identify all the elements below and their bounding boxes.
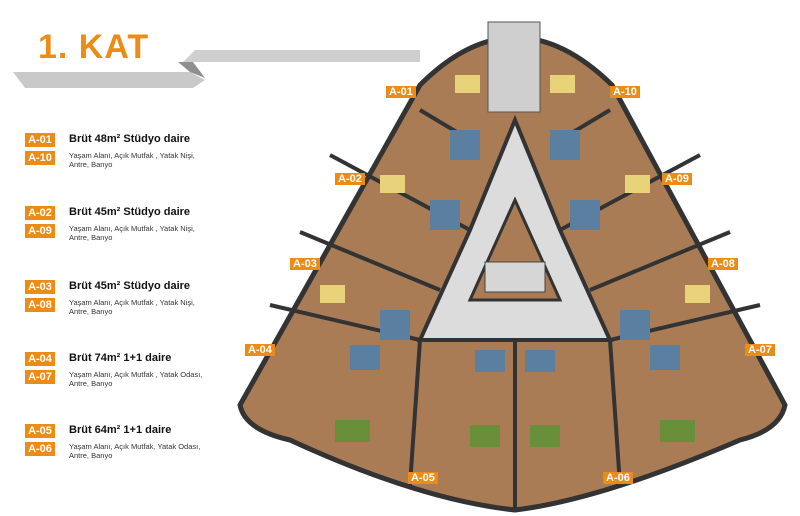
unit-heading: Brüt 74m² 1+1 daire [69,352,172,364]
beds [335,420,695,447]
unit-tag: A-01 [25,133,55,147]
unit-tag: A-03 [25,280,55,294]
unit-heading: Brüt 64m² 1+1 daire [69,424,172,436]
elevator [484,261,546,293]
unit-tag: A-07 [25,370,55,384]
unit-tag: A-04 [25,352,55,366]
legend-3: A-03 Brüt 45m² Stüdyo daire A-08 Yaşam Ala… [25,280,204,320]
legend-1: A-01 Brüt 48m² Stüdyo daire A-10 Yaşam Ala… [25,133,204,173]
unit-description: Yaşam Alanı, Açık Mutfak , Yatak Nişi, A… [69,224,195,242]
unit-tag: A-09 [25,224,55,238]
label-a02: A-02 [335,173,365,185]
label-a08: A-08 [708,258,738,270]
unit-tag: A-05 [25,424,55,438]
label-a03: A-03 [290,258,320,270]
floor-title: 1. KAT [38,28,150,66]
label-a06: A-06 [603,472,633,484]
studio-beds [320,75,710,303]
legend-4: A-04 Brüt 74m² 1+1 daire A-07 Yaşam Alanı,… [25,352,204,392]
unit-tag: A-06 [25,442,55,456]
unit-heading: Brüt 45m² Stüdyo daire [69,280,191,292]
title-ribbon [13,50,420,88]
unit-heading: Brüt 48m² Stüdyo daire [69,133,191,145]
unit-tag: A-10 [25,151,55,165]
label-a09: A-09 [662,173,692,185]
unit-description: Yaşam Alanı, Açık Mutfak , Yatak Odası, … [69,370,203,388]
label-a04: A-04 [245,344,275,356]
label-a07: A-07 [745,344,775,356]
legend-5: A-05 Brüt 64m² 1+1 daire A-06 Yaşam Alanı,… [25,424,204,464]
unit-tag: A-08 [25,298,55,312]
unit-description: Yaşam Alanı, Açık Mutfak, Yatak Odası, A… [69,442,201,460]
unit-tag: A-02 [25,206,55,220]
label-a05: A-05 [408,472,438,484]
label-a01: A-01 [386,86,416,98]
bathrooms [350,130,680,372]
unit-heading: Brüt 45m² Stüdyo daire [69,206,191,218]
legend-2: A-02 Brüt 45m² Stüdyo daire A-09 Yaşam Ala… [25,206,204,246]
unit-description: Yaşam Alanı, Açık Mutfak , Yatak Nişi, A… [69,151,195,169]
stair-core [487,21,541,113]
label-a10: A-10 [610,86,640,98]
unit-description: Yaşam Alanı, Açık Mutfak , Yatak Nişi, A… [69,298,195,316]
